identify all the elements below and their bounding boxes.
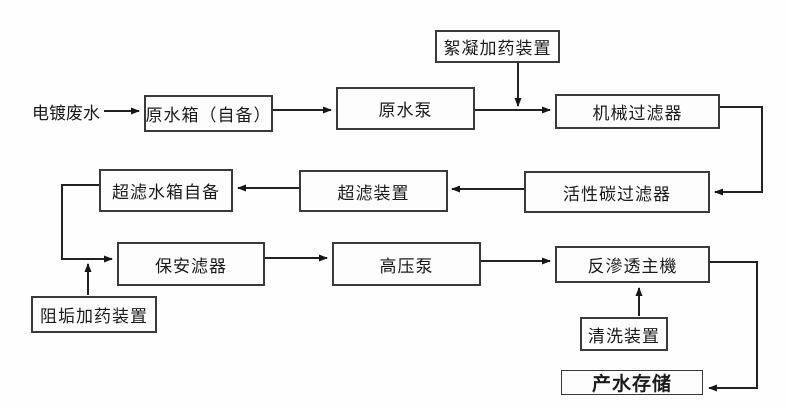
node-product-water-storage: 产水存储: [561, 370, 703, 395]
node-raw-water-pump: 原水泵: [336, 87, 475, 130]
label-electroplating-wastewater: 电镀废水: [32, 103, 100, 123]
node-raw-water-tank: 原水箱（自备）: [144, 95, 273, 132]
node-activated-carbon-filter: 活性碳过滤器: [524, 171, 710, 213]
product-water-storage-label: 产水存储: [591, 374, 672, 395]
node-uf-water-tank: 超滤水箱自备: [99, 169, 233, 212]
node-security-filter: 保安滤器: [117, 242, 265, 286]
node-scale-inhibitor-dosing-unit: 阻垢加药装置: [31, 296, 157, 333]
node-flocculant-dosing-unit: 絮凝加药装置: [435, 30, 560, 63]
node-cleaning-unit: 清洗装置: [580, 317, 668, 351]
node-reverse-osmosis-main-unit: 反滲透主機: [555, 246, 710, 283]
node-mechanical-filter: 机械过滤器: [555, 94, 720, 129]
node-high-pressure-pump: 高压泵: [332, 242, 481, 286]
node-ultrafiltration-unit: 超滤装置: [299, 170, 448, 212]
